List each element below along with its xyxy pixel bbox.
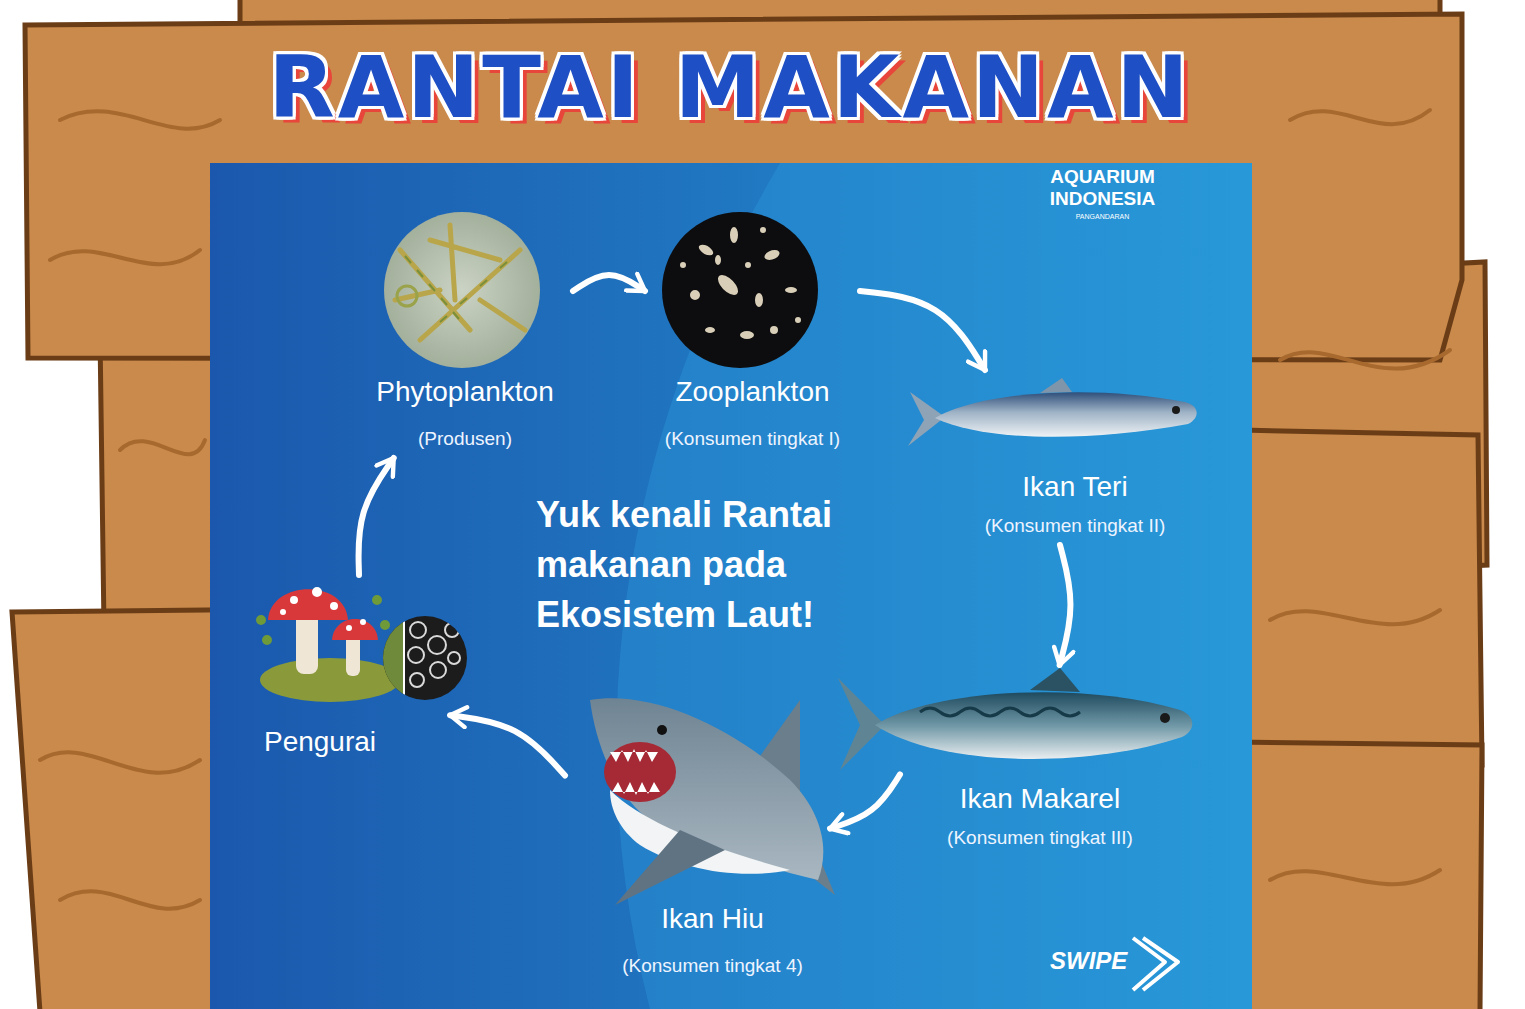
food-chain-node: Ikan Teri (Konsumen tingkat II) xyxy=(925,370,1225,545)
food-chain-arrow xyxy=(573,275,645,291)
organism-name: Ikan Hiu xyxy=(661,902,764,936)
swipe-chevron xyxy=(1133,938,1178,990)
organism-name: Pengurai xyxy=(264,725,376,759)
food-chain-node: Pengurai xyxy=(190,575,450,767)
title-heading: RANTAI MAKANAN xyxy=(0,40,1460,135)
zooplankton-picture xyxy=(662,212,818,368)
trophic-level: (Konsumen tingkat I) xyxy=(665,427,840,450)
shark-eye xyxy=(657,725,667,735)
shark-fin xyxy=(615,830,725,905)
food-chain-node: Zooplankton (Konsumen tingkat I) xyxy=(645,205,860,458)
wood-plank xyxy=(1240,430,1482,765)
mackerel-picture xyxy=(838,668,1192,770)
mushroom-cap xyxy=(332,619,378,640)
food-chain-node: Ikan Makarel (Konsumen tingkat III) xyxy=(900,665,1180,857)
mushroom-stem xyxy=(296,612,318,674)
mushroom-dots xyxy=(280,587,366,631)
phytoplankton-circle xyxy=(384,212,540,368)
mackerel-eye xyxy=(1160,713,1170,723)
cell-picture xyxy=(383,616,467,700)
brand-location: PANGANDARAN xyxy=(1035,212,1170,221)
food-chain-node: Phytoplankton (Produsen) xyxy=(357,205,573,458)
trophic-level: (Konsumen tingkat 4) xyxy=(622,954,803,977)
cell-divider xyxy=(403,616,405,700)
organism-name: Ikan Makarel xyxy=(960,782,1120,816)
food-chain-arrow xyxy=(1060,545,1071,665)
anchovy-fin xyxy=(1040,378,1072,393)
wood-grain-line xyxy=(40,752,200,772)
mackerel-body xyxy=(875,692,1192,759)
cell-network xyxy=(408,622,460,687)
organism-name: Ikan Teri xyxy=(1022,470,1127,504)
wood-grain-line xyxy=(1270,870,1440,884)
wood-grain-line xyxy=(60,891,200,908)
cell-ground-left xyxy=(383,616,403,700)
shark-picture xyxy=(590,698,835,905)
wood-grain-line xyxy=(1280,350,1450,369)
food-chain-node: Ikan Hiu (Konsumen tingkat 4) xyxy=(565,690,830,985)
diatom-beads xyxy=(405,256,507,322)
headline-text: Yuk kenali Rantai makanan pada Ekosistem… xyxy=(536,490,936,640)
cell-ground xyxy=(383,616,467,700)
wood-planks xyxy=(12,0,1487,1009)
blue-panel xyxy=(210,163,1252,1009)
mackerel-fin xyxy=(1030,668,1080,692)
wood-grain-line xyxy=(120,440,205,454)
diatom-ring xyxy=(397,286,417,306)
organism-name: Zooplankton xyxy=(675,375,829,409)
zooplankton-circle xyxy=(662,212,818,368)
anchovy-picture xyxy=(908,378,1197,446)
swipe-hint: SWIPE xyxy=(1050,946,1136,976)
trophic-level: (Konsumen tingkat II) xyxy=(985,514,1166,537)
panel-light-band xyxy=(616,163,1252,1009)
grass-mound xyxy=(260,658,400,702)
trophic-level: (Konsumen tingkat III) xyxy=(947,826,1133,849)
anchovy-body xyxy=(935,392,1197,437)
phytoplankton-picture xyxy=(384,212,540,368)
organism-name: Phytoplankton xyxy=(376,375,553,409)
shark-teeth xyxy=(610,749,660,795)
shark-mouth xyxy=(604,742,676,802)
trophic-level: (Produsen) xyxy=(418,427,512,450)
food-chain-arrow xyxy=(860,291,985,370)
food-chain-arrow xyxy=(450,715,565,775)
anchovy-eye xyxy=(1172,406,1180,414)
wood-grain-line xyxy=(1270,610,1440,624)
food-chain-arrow xyxy=(830,774,900,828)
wood-grain-line xyxy=(60,111,220,128)
wood-grain-line xyxy=(50,250,200,264)
wood-plank xyxy=(1230,742,1482,1009)
mackerel-stripes xyxy=(920,708,1080,716)
diatom-chains xyxy=(395,225,525,340)
decomposer-picture xyxy=(256,587,467,702)
brand-name: AQUARIUM INDONESIA xyxy=(1035,166,1170,210)
wood-grain-line xyxy=(1290,110,1430,124)
food-chain-arrow xyxy=(359,458,394,575)
zooplankton-specks xyxy=(680,227,801,339)
